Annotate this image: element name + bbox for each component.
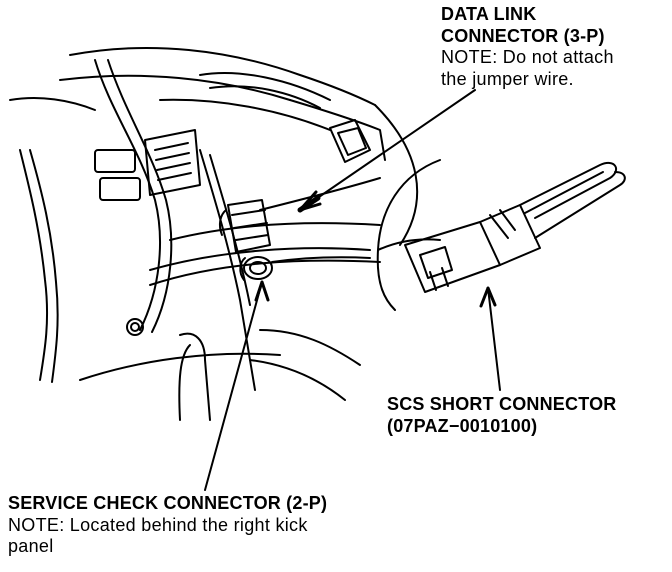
steering-wheel — [9, 59, 173, 383]
dashboard-outline — [59, 46, 419, 286]
leader-arrows — [204, 89, 501, 491]
data-link-title-line1: DATA LINK — [441, 4, 537, 24]
side-vent — [329, 119, 371, 163]
data-link-note-line1: NOTE: Do not attach — [441, 47, 614, 68]
service-check-title-line1: SERVICE CHECK CONNECTOR (2-P) — [8, 493, 328, 513]
service-check-note-line2: panel — [8, 536, 54, 557]
service-check-connector-label: SERVICE CHECK CONNECTOR (2-P) NOTE: Loca… — [8, 493, 327, 558]
data-link-note-line2: the jumper wire. — [441, 68, 574, 89]
scs-wire — [376, 159, 441, 311]
service-check-note-line1: NOTE: Located behind the right kick — [8, 514, 308, 535]
center-vents — [94, 129, 201, 201]
service-check-connector — [239, 256, 371, 281]
data-link-connector-label: DATA LINK CONNECTOR (3-P) NOTE: Do not a… — [441, 4, 614, 90]
data-link-connector — [218, 199, 271, 253]
data-link-title-line2: CONNECTOR (3-P) — [441, 25, 605, 46]
scs-short-connector-label: SCS SHORT CONNECTOR (07PAZ−0010100) — [387, 394, 617, 437]
scs-title-line2: (07PAZ−0010100) — [387, 415, 538, 436]
scs-title-line1: SCS SHORT CONNECTOR — [387, 394, 617, 414]
center-console — [79, 149, 361, 421]
scs-short-connector — [404, 161, 626, 293]
